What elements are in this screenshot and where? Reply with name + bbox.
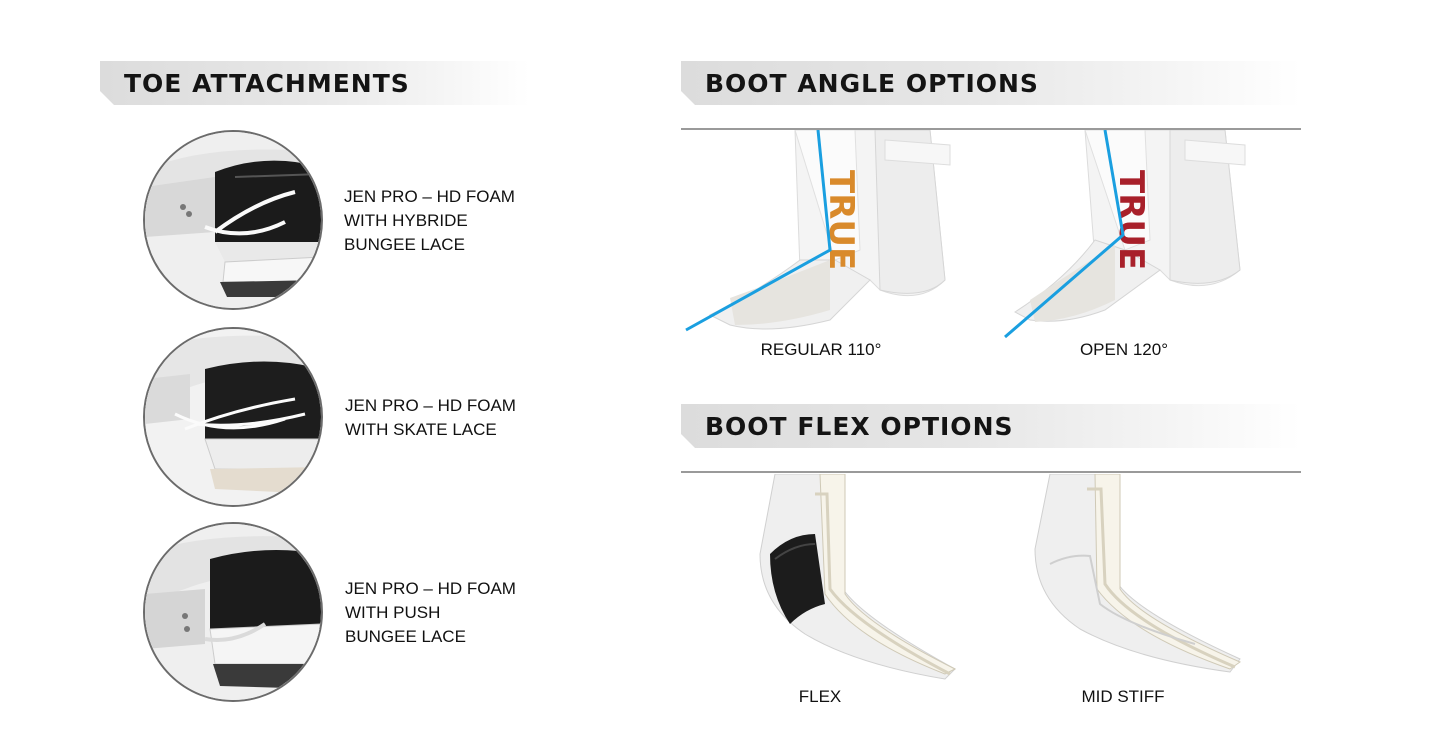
boot-angle-regular-image: TRUE <box>680 130 970 340</box>
toe-attachments-header: TOE ATTACHMENTS <box>100 61 530 105</box>
boot-flex-divider <box>681 471 1301 473</box>
toe-attachment-label-1: JEN PRO – HD FOAM WITH HYBRIDE BUNGEE LA… <box>344 187 515 254</box>
boot-flex-mid-stiff-label: MID STIFF <box>1081 687 1165 706</box>
boot-flex-title: BOOT FLEX OPTIONS <box>705 411 1014 441</box>
boot-flex-flex-label: FLEX <box>798 687 842 706</box>
boot-angle-regular-label: REGULAR 110° <box>760 340 882 359</box>
toe-attachment-image-1 <box>143 130 323 310</box>
toe-attachment-label-2: JEN PRO – HD FOAM WITH SKATE LACE <box>345 396 516 439</box>
boot-flex-image <box>745 474 960 684</box>
boot-angle-title: BOOT ANGLE OPTIONS <box>705 68 1039 98</box>
boot-angle-open-image: TRUE <box>995 130 1255 340</box>
toe-attachment-image-2 <box>143 327 323 507</box>
boot-mid-stiff-image <box>1025 474 1245 684</box>
boot-angle-open-logo: TRUE <box>1111 170 1151 270</box>
toe-attachment-image-3 <box>143 522 323 702</box>
boot-angle-header: BOOT ANGLE OPTIONS <box>681 61 1301 105</box>
boot-angle-open-label: OPEN 120° <box>1079 340 1169 359</box>
toe-attachment-label-3: JEN PRO – HD FOAM WITH PUSH BUNGEE LACE <box>345 579 516 646</box>
boot-angle-divider <box>681 128 1301 130</box>
toe-attachments-title: TOE ATTACHMENTS <box>124 68 410 98</box>
boot-flex-header: BOOT FLEX OPTIONS <box>681 404 1301 448</box>
